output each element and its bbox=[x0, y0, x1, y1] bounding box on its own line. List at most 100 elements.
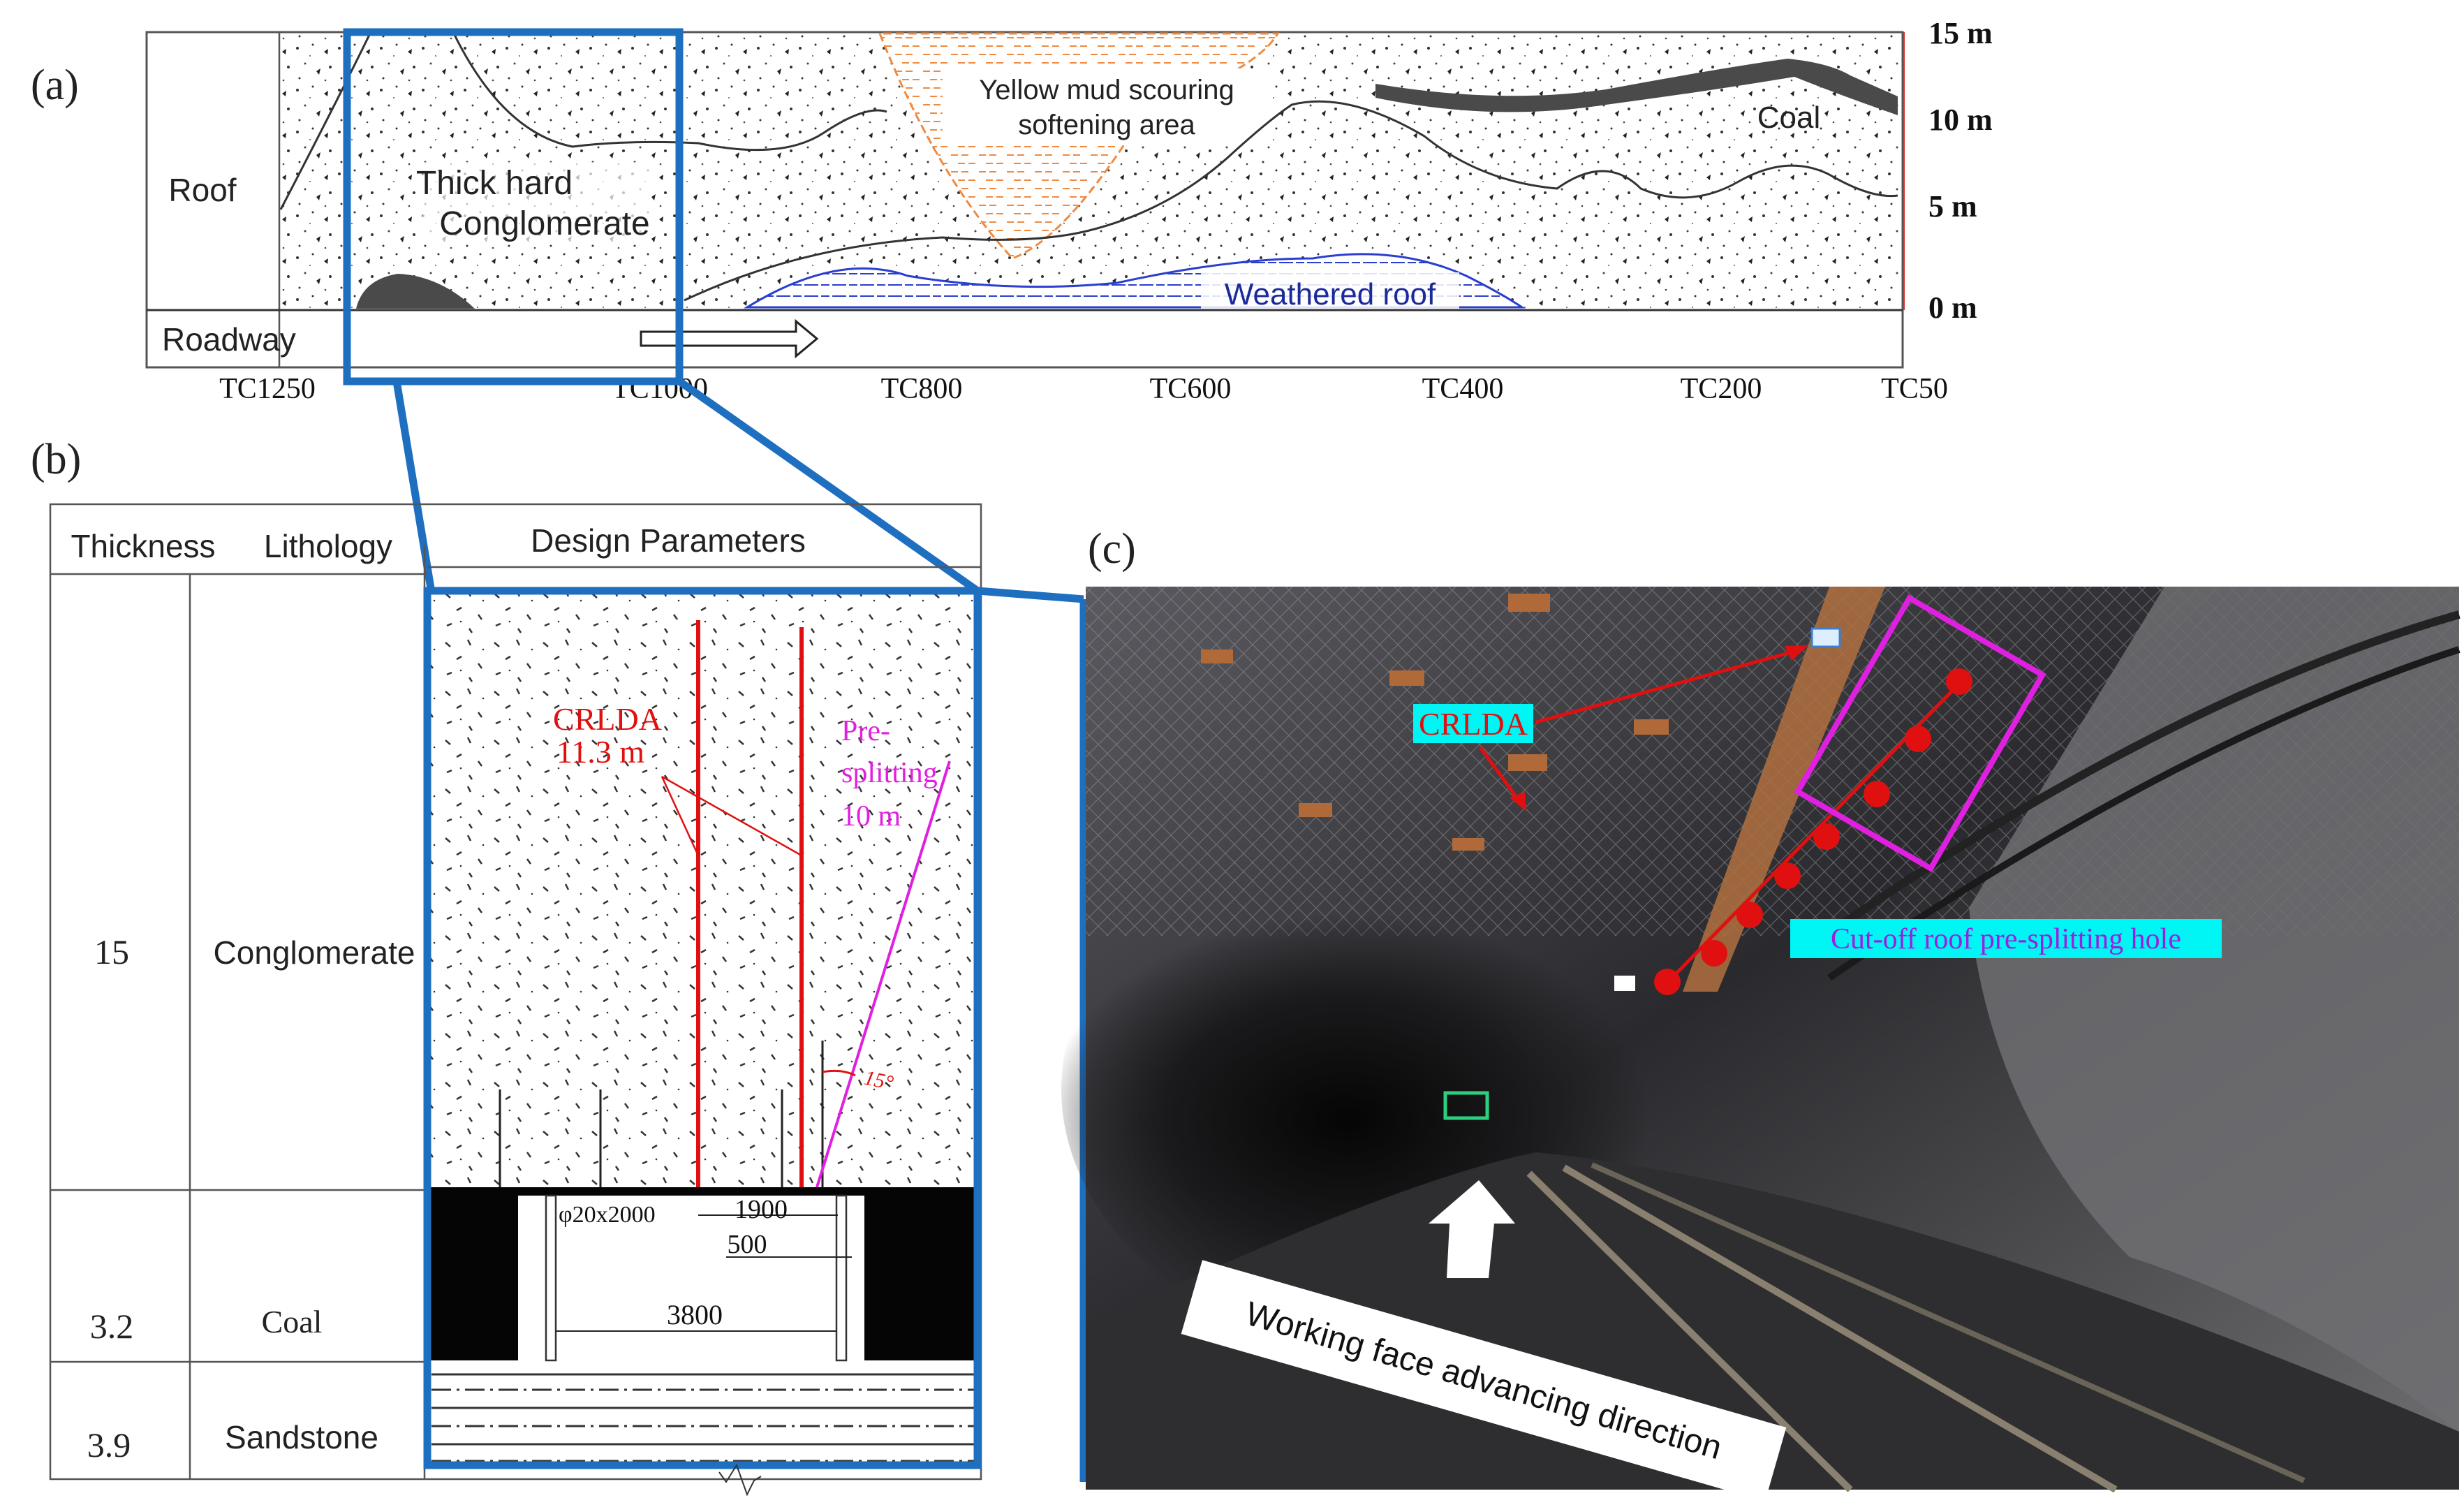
rail-left bbox=[1526, 1170, 1853, 1492]
cable-2 bbox=[1827, 646, 2461, 981]
tunnel-floor bbox=[1086, 1152, 2459, 1490]
depth-label-0: 0 m bbox=[1928, 291, 1977, 325]
dim-500-label: 500 bbox=[728, 1230, 767, 1259]
yellow-mud-label-bg bbox=[943, 68, 1271, 145]
roadway-label: Roadway bbox=[162, 321, 296, 358]
presplit-hole-dot bbox=[1864, 781, 1890, 807]
panel-c-label: (c) bbox=[1088, 525, 1136, 573]
panel-a: (a) Yellow mud scouring softening area W… bbox=[31, 16, 1993, 405]
zoom-box-b bbox=[423, 587, 982, 1469]
presplit-hole-dot bbox=[1701, 940, 1727, 967]
crlda-tag: CRLDA bbox=[1419, 706, 1528, 742]
presplit-highlight-box bbox=[1794, 594, 2046, 873]
thick-hard-label-1: Thick hard bbox=[416, 165, 573, 202]
crlda-arrowhead-1 bbox=[1785, 645, 1808, 661]
rail-right-2 bbox=[1591, 1162, 2306, 1483]
roof-bolts-rust bbox=[1201, 594, 1669, 851]
crlda-label-1: CRLDA bbox=[553, 701, 662, 737]
station-tc1250: TC1250 bbox=[219, 373, 316, 405]
depth-label-15: 15 m bbox=[1928, 16, 1993, 50]
crlda-arrow-1 bbox=[1535, 647, 1802, 724]
yellow-mud-label-1: Yellow mud scouring bbox=[979, 75, 1234, 105]
station-tc600: TC600 bbox=[1150, 373, 1232, 405]
support-right bbox=[835, 1194, 848, 1362]
presplit-hole-dot bbox=[1736, 902, 1763, 928]
angle-arc bbox=[822, 1069, 856, 1077]
stratum-boundary-1 bbox=[279, 33, 371, 210]
mine-light bbox=[1443, 1091, 1489, 1120]
support-left bbox=[545, 1194, 557, 1362]
crlda-tag-bg bbox=[1413, 704, 1533, 743]
presplit-label-2: splitting bbox=[841, 757, 938, 789]
dim-3800-label: 3800 bbox=[667, 1299, 723, 1330]
crlda-arrow-2 bbox=[1478, 746, 1523, 805]
zoom-connector-left bbox=[392, 381, 435, 589]
advance-label-bg bbox=[1181, 1260, 1787, 1498]
advance-arrow bbox=[1429, 1180, 1515, 1278]
stratum-boundary-2 bbox=[452, 33, 887, 152]
crlda-callout-1 bbox=[661, 776, 700, 856]
dim-1900-label: 1900 bbox=[735, 1195, 788, 1224]
lithology-row-3: Sandstone bbox=[225, 1419, 378, 1455]
roadway-opening bbox=[546, 1196, 846, 1360]
roof-label: Roof bbox=[168, 172, 236, 208]
design-sandstone bbox=[427, 1363, 978, 1468]
steel-beam bbox=[1683, 587, 1885, 992]
cable-1 bbox=[1813, 610, 2461, 946]
thickness-row-1: 15 bbox=[94, 932, 129, 971]
design-conglomerate bbox=[427, 591, 978, 1186]
sandstone-hatching bbox=[431, 1373, 974, 1462]
station-tc200: TC200 bbox=[1681, 373, 1762, 405]
rail-right bbox=[1562, 1164, 2118, 1493]
panel-a-label: (a) bbox=[31, 61, 79, 109]
thick-hard-label-bg bbox=[422, 162, 649, 244]
header-thickness: Thickness bbox=[71, 528, 215, 564]
coal-label: Coal bbox=[1757, 101, 1821, 135]
presplit-hole bbox=[816, 761, 951, 1188]
crlda-arrowhead-2 bbox=[1510, 792, 1526, 812]
zoom-connector-c-top bbox=[977, 587, 1084, 603]
station-tc800: TC800 bbox=[881, 373, 963, 405]
thick-hard-label-2: Conglomerate bbox=[439, 205, 650, 242]
advance-arrow-outline bbox=[640, 318, 819, 359]
weathered-roof-label-bg bbox=[1201, 272, 1459, 309]
thickness-row-2: 3.2 bbox=[90, 1307, 134, 1346]
yellow-mud-label-2: softening area bbox=[1018, 110, 1195, 140]
presplit-hole-dot bbox=[1654, 969, 1681, 995]
white-marker bbox=[1614, 976, 1635, 991]
hole-tag-bg bbox=[1790, 919, 2222, 958]
presplit-holes bbox=[1654, 668, 1972, 995]
lithology-row-1: Conglomerate bbox=[214, 934, 415, 971]
coal-pillar-right bbox=[864, 1187, 978, 1360]
presplit-hole-dot bbox=[1946, 668, 1972, 695]
tunnel-right-wall bbox=[1969, 587, 2459, 1432]
lithology-row-2: Coal bbox=[262, 1304, 323, 1339]
station-tc400: TC400 bbox=[1422, 373, 1504, 405]
crlda-label-2: 11.3 m bbox=[556, 734, 644, 770]
presplit-hole-dot bbox=[1905, 726, 1931, 752]
coal-pillar-left bbox=[427, 1187, 518, 1360]
depth-label-10: 10 m bbox=[1928, 103, 1993, 137]
weathered-roof-label: Weathered roof bbox=[1225, 277, 1436, 311]
panel-c: (c) CRLDA bbox=[1061, 525, 2461, 1498]
presplit-hole-dot bbox=[1813, 823, 1840, 850]
panel-a-frame bbox=[145, 31, 1904, 369]
zoom-box-a bbox=[343, 28, 684, 385]
presplit-label-3: 10 m bbox=[841, 800, 901, 832]
panel-b: (b) Thickness Lithology Design Parameter… bbox=[31, 436, 982, 1497]
crlda-callout-2 bbox=[661, 775, 802, 857]
presplit-label-1: Pre- bbox=[841, 715, 890, 747]
station-tc50: TC50 bbox=[1881, 373, 1948, 405]
depth-label-5: 5 m bbox=[1928, 189, 1977, 223]
hole-tag: Cut-off roof pre-splitting hole bbox=[1831, 923, 2181, 955]
zoom-connector-right bbox=[677, 378, 980, 594]
coal-lens bbox=[356, 274, 475, 309]
coal-seam bbox=[1375, 59, 1898, 115]
thickness-row-3: 3.9 bbox=[87, 1425, 131, 1464]
header-design: Design Parameters bbox=[531, 522, 806, 559]
break-mark bbox=[718, 1463, 762, 1497]
coal-roof-band bbox=[518, 1187, 864, 1196]
bolt-spec-label: φ20x2000 bbox=[559, 1202, 656, 1228]
panel-b-label: (b) bbox=[31, 436, 81, 483]
